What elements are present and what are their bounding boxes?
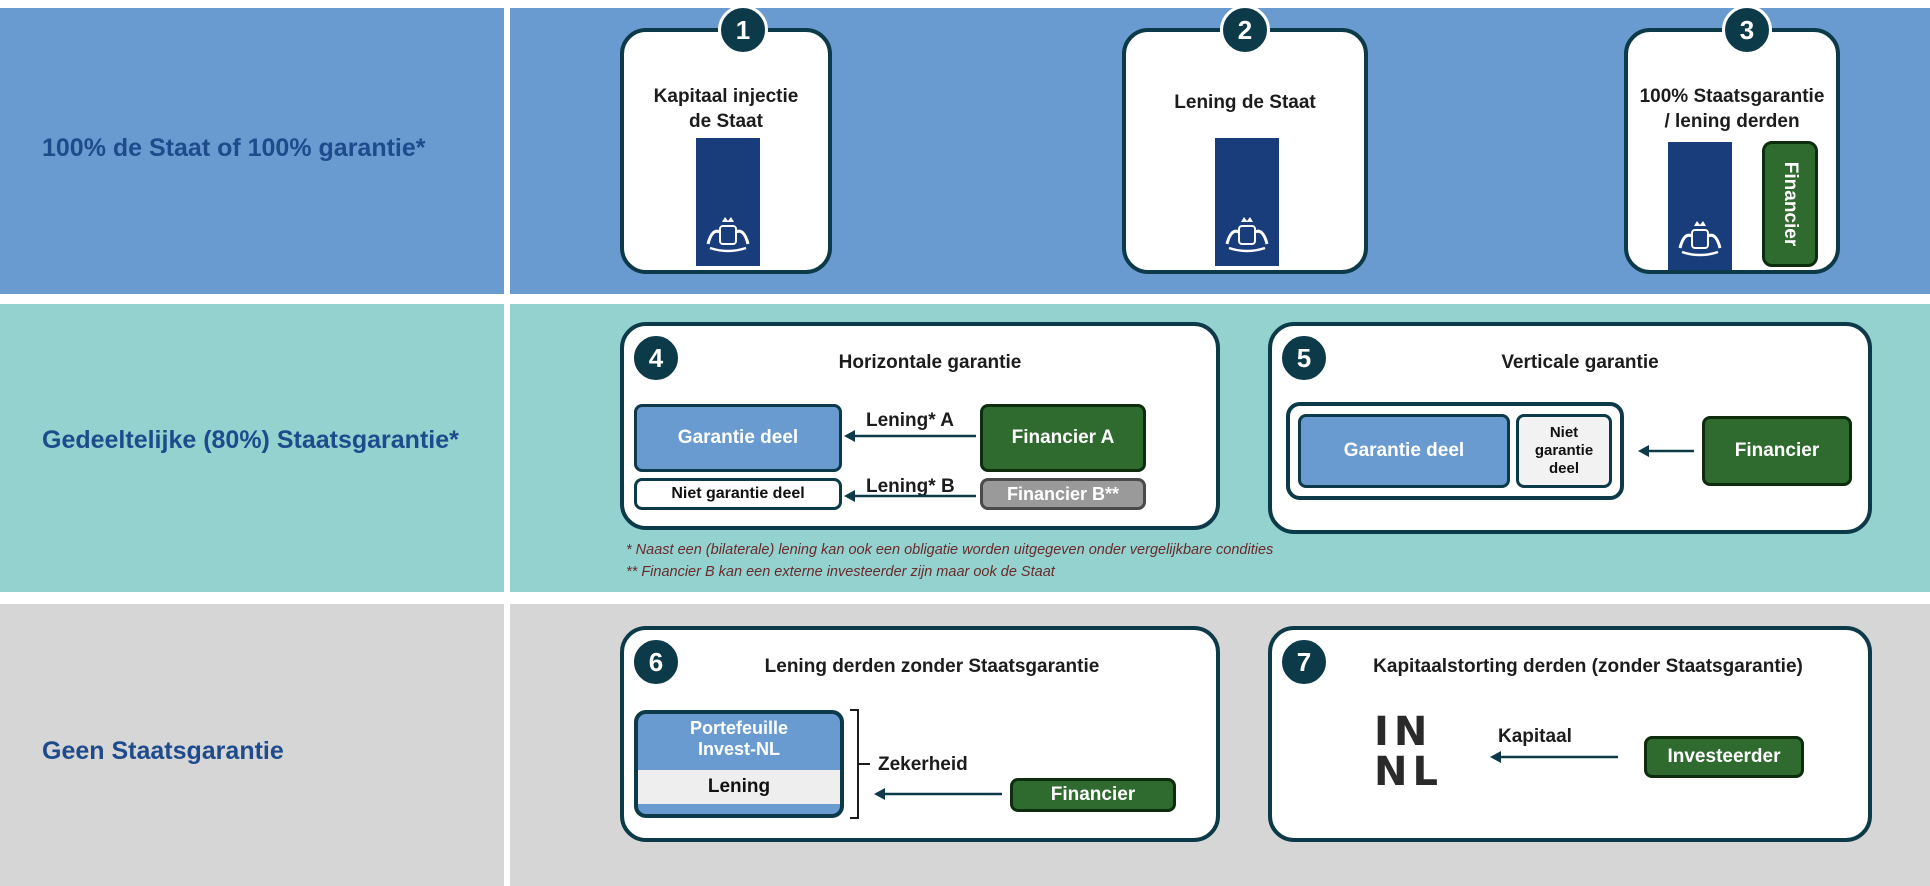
investeerder-box: Investeerder: [1644, 736, 1804, 778]
rijksoverheid-logo-icon: [696, 138, 760, 266]
footnote-1: * Naast een (bilaterale) lening kan ook …: [626, 542, 1274, 558]
portefeuille-box: Portefeuille Invest-NL Lening: [634, 710, 844, 818]
zekerheid-bracket: [850, 709, 859, 819]
coat-of-arms-icon: [1225, 217, 1269, 253]
financier-a-box: Financier A: [980, 404, 1146, 472]
band-separator: [504, 304, 510, 592]
box-line: Niet: [1549, 424, 1579, 441]
card-5-arrows: [1638, 445, 1694, 457]
lening-bar: Lening: [638, 770, 840, 804]
card-lening-derden: Lening derden zonder Staatsgarantie 6 Po…: [620, 626, 1220, 842]
footnote-2: ** Financier B kan een externe investeer…: [626, 564, 1055, 580]
row-label-partial-guarantee: Gedeeltelijke (80%) Staatsgarantie*: [42, 426, 459, 454]
band-separator: [504, 604, 510, 886]
verticale-loan-container: Garantie deel Niet garantie deel: [1286, 402, 1624, 500]
step-number-2: 2: [1220, 5, 1270, 55]
card-title-line: de Staat: [689, 111, 763, 132]
step-number-7: 7: [1279, 637, 1329, 687]
card-title-line: 100% Staatsgarantie: [1639, 86, 1825, 107]
card-kapitaal-injectie: Kapitaal injectie de Staat: [620, 28, 832, 274]
card-title: Lening derden zonder Staatsgarantie: [764, 656, 1100, 677]
financier-box: Financier: [1702, 416, 1852, 486]
financier-b-box: Financier B**: [980, 478, 1146, 510]
step-number-3: 3: [1722, 5, 1772, 55]
box-line: Invest-NL: [697, 739, 780, 759]
logo-line: IN: [1374, 709, 1433, 755]
financier-box: Financier: [1010, 778, 1176, 812]
step-number-4: 4: [631, 333, 681, 383]
portefeuille-label: Portefeuille Invest-NL: [638, 718, 840, 760]
row-label-no-guarantee: Geen Staatsgarantie: [42, 737, 284, 765]
coat-of-arms-icon: [706, 217, 750, 253]
arrow-head-b: [844, 490, 855, 502]
coat-of-arms-icon: [1678, 221, 1722, 257]
zekerheid-label: Zekerheid: [878, 754, 968, 775]
card-title-line: Kapitaal injectie: [653, 86, 799, 107]
logo-line: NL: [1374, 749, 1443, 795]
card-lening-de-staat: Lening de Staat: [1122, 28, 1368, 274]
lening-a-label: Lening* A: [866, 410, 954, 431]
lening-b-label: Lening* B: [866, 476, 955, 497]
card-6-arrows: [850, 709, 1002, 819]
band-full-guarantee: [0, 8, 1930, 294]
card-4-arrows: [844, 430, 976, 502]
arrow-head-a: [844, 430, 855, 442]
box-line: garantie: [1534, 442, 1594, 459]
invest-nl-logo-icon: IN NL: [1374, 712, 1443, 792]
card-staatsgarantie-lening-derden: 100% Staatsgarantie / lening derden Fina…: [1624, 28, 1840, 274]
step-number-6: 6: [631, 637, 681, 687]
card-verticale-garantie: Verticale garantie 5 Garantie deel Niet …: [1268, 322, 1872, 534]
card-7-arrows: [1490, 751, 1618, 763]
box-line: deel: [1548, 460, 1579, 477]
card-title: 100% Staatsgarantie / lening derden: [1628, 84, 1836, 134]
arrow-head: [1638, 445, 1649, 457]
financier-box: Financier: [1762, 141, 1818, 267]
card-title: Kapitaal injectie de Staat: [624, 84, 828, 134]
step-number-5: 5: [1279, 333, 1329, 383]
niet-garantie-deel-box: Niet garantie deel: [634, 478, 842, 510]
card-title-line: / lening derden: [1664, 111, 1800, 132]
kapitaal-label: Kapitaal: [1498, 726, 1572, 747]
step-number-1: 1: [718, 5, 768, 55]
garantie-deel-box: Garantie deel: [634, 404, 842, 472]
rijksoverheid-logo-icon: [1668, 142, 1732, 270]
card-horizontale-garantie: Horizontale garantie 4 Garantie deel Nie…: [620, 322, 1220, 530]
arrow-head: [1490, 751, 1501, 763]
card-title: Lening de Staat: [1174, 92, 1316, 113]
arrow-head: [874, 788, 885, 800]
box-line: Portefeuille: [689, 718, 789, 738]
card-title: Horizontale garantie: [838, 352, 1022, 373]
card-title: Verticale garantie: [1501, 352, 1659, 373]
niet-garantie-deel-box: Niet garantie deel: [1516, 414, 1612, 488]
rijksoverheid-logo-icon: [1215, 138, 1279, 266]
row-label-full-guarantee: 100% de Staat of 100% garantie*: [42, 134, 426, 162]
band-separator: [504, 8, 510, 294]
garantie-deel-box: Garantie deel: [1298, 414, 1510, 488]
card-title: Kapitaalstorting derden (zonder Staatsga…: [1373, 656, 1803, 677]
financier-label: Financier: [1780, 161, 1801, 247]
card-kapitaalstorting-derden: Kapitaalstorting derden (zonder Staatsga…: [1268, 626, 1872, 842]
